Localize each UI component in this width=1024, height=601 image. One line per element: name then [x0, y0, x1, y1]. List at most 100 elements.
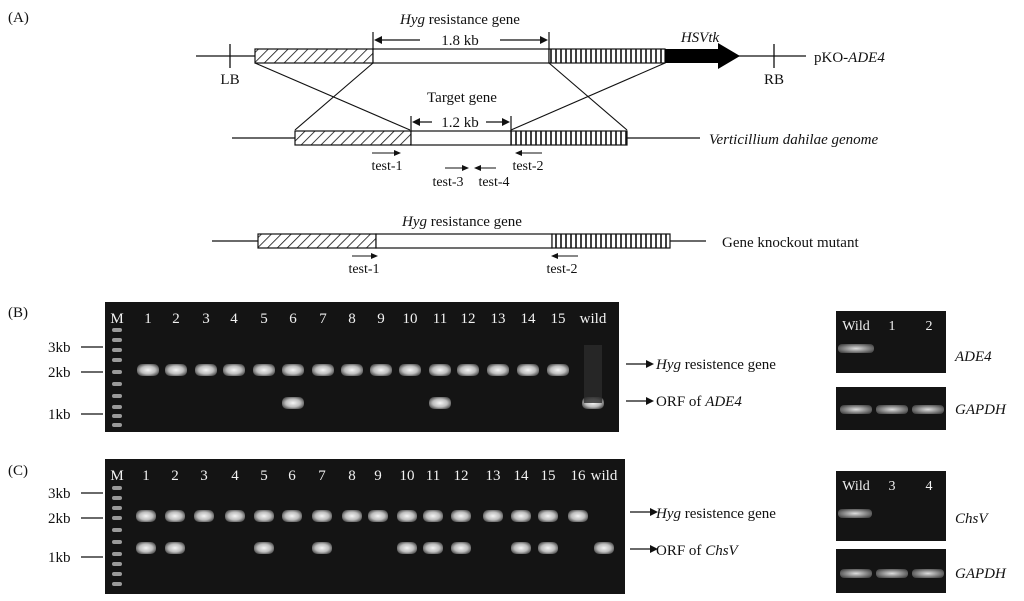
genome-right-arm — [510, 130, 628, 146]
plasmid-name: pKO-ADE4 — [814, 50, 885, 66]
orf-band — [136, 542, 156, 554]
marker-band — [112, 562, 122, 566]
lane-label: 10 — [400, 468, 415, 484]
marker-band — [112, 358, 122, 362]
hyg-band — [368, 510, 388, 522]
mutant-primer-test-1: test-1 — [348, 262, 379, 277]
lane-label: 15 — [551, 311, 566, 327]
panel-label-c: (C) — [8, 463, 28, 479]
rb-label: RB — [764, 72, 784, 88]
gel-b-orf-label: ORF of ADE4 — [656, 394, 742, 410]
genome-name: Verticillium dahilae genome — [709, 132, 878, 148]
lane-label: 7 — [318, 468, 326, 484]
marker-band — [112, 496, 122, 500]
lane-label: 3 — [200, 468, 208, 484]
hyg-band — [457, 364, 479, 376]
lane-label: 13 — [486, 468, 501, 484]
gel-b-hyg-label: Hyg resistence gene — [655, 357, 776, 373]
primer-test-4: test-4 — [478, 175, 509, 190]
hyg-band — [397, 510, 417, 522]
hyg-band — [282, 364, 304, 376]
genome-target-box — [410, 130, 512, 146]
hyg-band — [517, 364, 539, 376]
orf-band — [397, 542, 417, 554]
marker-band — [112, 506, 122, 510]
lane-label: 1 — [144, 311, 152, 327]
lane-label: 15 — [541, 468, 556, 484]
marker-band — [112, 540, 122, 544]
marker-band — [112, 394, 122, 398]
rt-b-gene-label: ADE4 — [954, 349, 992, 365]
hyg-band — [165, 510, 185, 522]
hyg-band — [538, 510, 558, 522]
gel-c-bands — [136, 510, 614, 554]
mutant-hyg-title: Hyg resistance gene — [401, 214, 522, 230]
lane-label: 7 — [319, 311, 327, 327]
gel-c-marker-3kb: 3kb — [48, 486, 71, 502]
orf-band — [254, 542, 274, 554]
hyg-band — [429, 364, 451, 376]
marker-band — [112, 516, 122, 520]
rt-c-lane-4: 4 — [926, 479, 933, 494]
orf-band — [429, 397, 451, 409]
gel-b-band-labels: Hyg resistence gene ORF of ADE4 — [626, 357, 776, 410]
gel-c-marker-1kb: 1kb — [48, 550, 71, 566]
marker-band — [112, 405, 122, 409]
panel-label-a: (A) — [8, 10, 29, 26]
hyg-band — [568, 510, 588, 522]
lane-label: 2 — [171, 468, 179, 484]
construct-left-arm — [254, 48, 374, 64]
lane-label: 13 — [491, 311, 506, 327]
gel-c-marker-2kb: 2kb — [48, 511, 71, 527]
hyg-band — [194, 510, 214, 522]
marker-band — [112, 382, 122, 386]
gel-c-background — [105, 459, 625, 594]
lane-label: 11 — [433, 311, 447, 327]
lane-label: 1 — [142, 468, 150, 484]
hyg-band — [195, 364, 217, 376]
hyg-band — [282, 510, 302, 522]
marker-band — [112, 582, 122, 586]
marker-band — [112, 370, 122, 374]
rt-gel-c-control: GAPDH — [836, 549, 1007, 593]
gel-b-bands — [137, 345, 604, 409]
lane-label: 4 — [231, 468, 239, 484]
gel-c-hyg-label: Hyg resistence gene — [655, 506, 776, 522]
lane-label: 11 — [426, 468, 440, 484]
lane-label: wild — [580, 311, 607, 327]
marker-band — [112, 528, 122, 532]
rt-gel-b-control: GAPDH — [836, 387, 1007, 430]
hyg-band — [451, 510, 471, 522]
lane-label: 6 — [288, 468, 296, 484]
primer-test-1: test-1 — [371, 159, 402, 174]
marker-band — [112, 486, 122, 490]
hyg-band — [136, 510, 156, 522]
lane-label: wild — [591, 468, 618, 484]
hyg-band — [342, 510, 362, 522]
genome-size-label: 1.2 kb — [441, 115, 479, 131]
genome-diagram: 1.2 kb Target gene Verticillium dahilae … — [232, 90, 878, 190]
genome-left-arm — [294, 130, 412, 146]
rt-c-control-label: GAPDH — [955, 566, 1007, 582]
hyg-band — [399, 364, 421, 376]
orf-band — [511, 542, 531, 554]
marker-band — [112, 414, 122, 418]
mutant-diagram: Hyg resistance gene Gene knockout mutant… — [212, 214, 859, 277]
mutant-primer-test-2: test-2 — [546, 262, 577, 277]
mutant-left-arm — [257, 233, 377, 249]
gel-c-marker-label: M — [110, 468, 123, 484]
marker-band — [112, 328, 122, 332]
rt-c-gene-label: ChsV — [955, 511, 989, 527]
lane-label: 14 — [521, 311, 537, 327]
lane-smear — [584, 345, 602, 403]
recombination-lines — [254, 62, 666, 131]
lane-label: 4 — [230, 311, 238, 327]
mutant-name: Gene knockout mutant — [722, 235, 859, 251]
lane-label: 12 — [461, 311, 476, 327]
lane-label: 9 — [374, 468, 382, 484]
construct-hyg-box — [372, 48, 550, 64]
construct-diagram: 1.8 kb Hyg resistance gene HSVtk LB RB p… — [196, 12, 885, 88]
